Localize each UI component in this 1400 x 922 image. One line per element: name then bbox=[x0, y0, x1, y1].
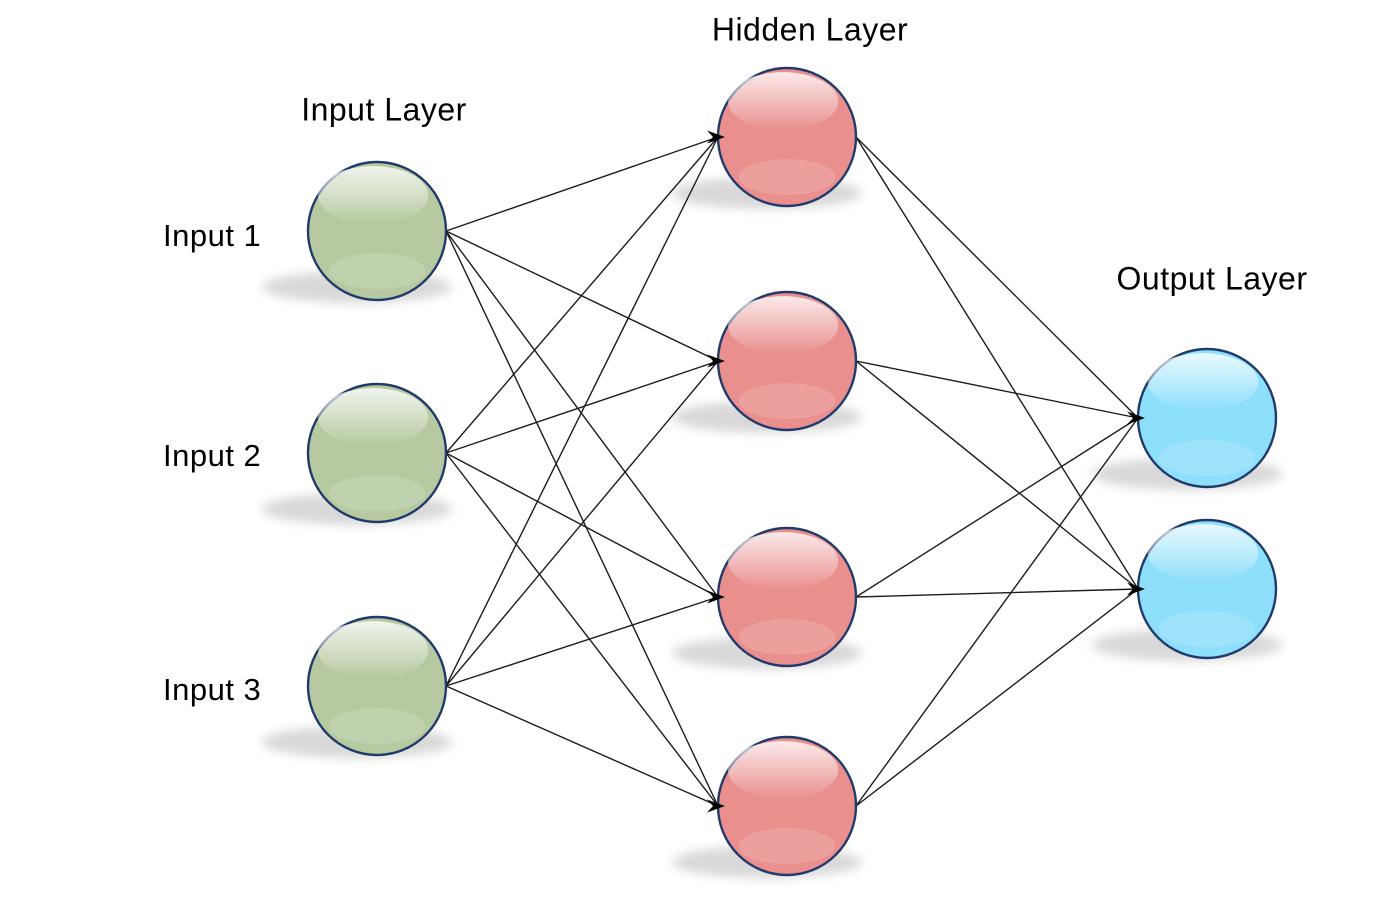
node-bottom-sheen bbox=[328, 475, 426, 511]
edge-input-2-to-hidden-4 bbox=[445, 452, 719, 807]
edge-hidden-2-to-output-2 bbox=[855, 360, 1139, 590]
edge-input-3-to-hidden-2 bbox=[445, 360, 719, 687]
edge-input-1-to-hidden-4 bbox=[445, 230, 719, 807]
arrowhead-icon bbox=[1127, 582, 1145, 596]
edge-input-2-to-hidden-2 bbox=[445, 360, 719, 454]
node-gloss-highlight bbox=[1147, 524, 1259, 583]
node-hidden-3 bbox=[716, 526, 858, 668]
node-output-1 bbox=[1136, 347, 1278, 489]
arrowhead-icon bbox=[707, 799, 725, 813]
node-gloss-highlight bbox=[1147, 353, 1259, 412]
edge-hidden-2-to-output-1 bbox=[855, 360, 1139, 419]
node-bottom-sheen bbox=[738, 159, 836, 195]
node-gloss-highlight bbox=[317, 166, 429, 225]
edge-hidden-4-to-output-1 bbox=[855, 417, 1139, 807]
node-gloss-highlight bbox=[727, 72, 839, 131]
node-hidden-2 bbox=[716, 290, 858, 432]
edge-hidden-3-to-output-1 bbox=[855, 417, 1139, 598]
node-bottom-sheen bbox=[328, 708, 426, 744]
edge-hidden-4-to-output-2 bbox=[855, 588, 1139, 807]
edge-input-2-to-hidden-3 bbox=[445, 452, 719, 598]
edge-input-2-to-hidden-1 bbox=[445, 136, 719, 454]
edge-input-1-to-hidden-1 bbox=[445, 136, 719, 232]
node-bottom-sheen bbox=[328, 253, 426, 289]
edges bbox=[445, 136, 1139, 807]
node-input-2 bbox=[306, 382, 448, 524]
node-bottom-sheen bbox=[1158, 440, 1256, 476]
arrowhead-icon bbox=[707, 354, 725, 368]
edge-hidden-1-to-output-1 bbox=[855, 136, 1139, 419]
node-gloss-highlight bbox=[317, 388, 429, 447]
arrowhead-icon bbox=[707, 130, 725, 144]
edge-input-1-to-hidden-3 bbox=[445, 230, 719, 598]
edge-input-3-to-hidden-1 bbox=[445, 136, 719, 687]
node-gloss-highlight bbox=[317, 621, 429, 680]
nodes bbox=[306, 66, 1278, 877]
node-gloss-highlight bbox=[727, 741, 839, 800]
node-gloss-highlight bbox=[727, 532, 839, 591]
arrowheads bbox=[707, 130, 1145, 813]
node-bottom-sheen bbox=[1158, 611, 1256, 647]
node-output-2 bbox=[1136, 518, 1278, 660]
node-gloss-highlight bbox=[727, 296, 839, 355]
arrowhead-icon bbox=[707, 590, 725, 604]
node-hidden-4 bbox=[716, 735, 858, 877]
edge-hidden-3-to-output-2 bbox=[855, 588, 1139, 598]
node-input-3 bbox=[306, 615, 448, 757]
edge-input-3-to-hidden-3 bbox=[445, 596, 719, 687]
node-bottom-sheen bbox=[738, 828, 836, 864]
node-hidden-1 bbox=[716, 66, 858, 208]
edge-hidden-1-to-output-2 bbox=[855, 136, 1139, 590]
node-input-1 bbox=[306, 160, 448, 302]
edge-input-3-to-hidden-4 bbox=[445, 685, 719, 807]
arrowhead-icon bbox=[1127, 411, 1145, 425]
node-bottom-sheen bbox=[738, 383, 836, 419]
node-bottom-sheen bbox=[738, 619, 836, 655]
